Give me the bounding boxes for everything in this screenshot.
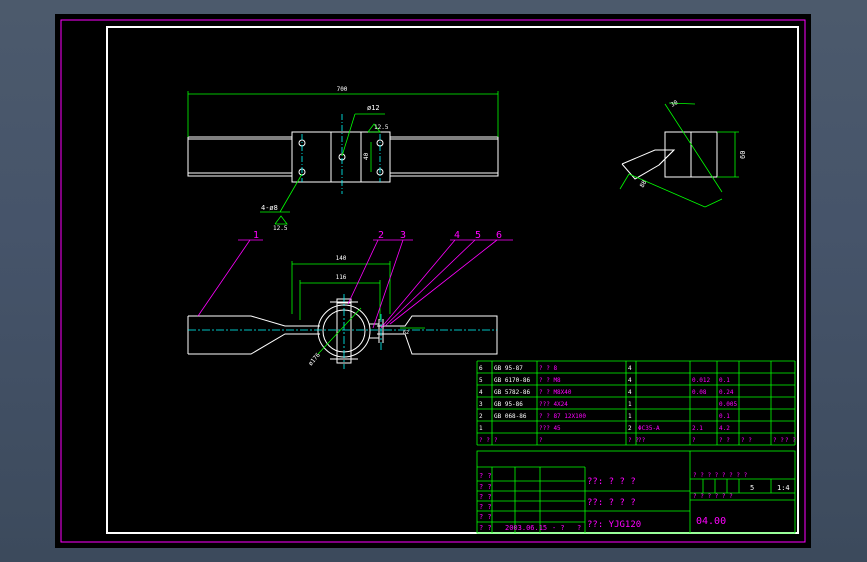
- dim-116: 116: [336, 274, 347, 281]
- tb-date-tail: - ?: [552, 524, 565, 532]
- bom-header-cell: ? ?: [719, 437, 730, 444]
- dim-hole-d12: ø12: [367, 104, 380, 112]
- bom-cell-no: 4: [479, 389, 483, 396]
- bom-header-cell: ?: [539, 437, 543, 444]
- bom-cell-code: GB 6170-86: [494, 377, 531, 384]
- top-view: [187, 131, 499, 183]
- bom-cell-qty: 4: [628, 389, 632, 396]
- dim-62: 62: [403, 330, 409, 336]
- dim-right-88: 88: [639, 179, 649, 189]
- title-block: [476, 450, 796, 534]
- leader-3: 3: [400, 230, 406, 241]
- bom-cell-c7: 4.2: [719, 425, 730, 432]
- bom-cell-no: 3: [479, 401, 483, 408]
- tb-label-1: ??: ? ? ?: [587, 477, 636, 487]
- bom-cell-c7: 0.1: [719, 377, 730, 384]
- dim-pitch-40: 40: [363, 152, 370, 160]
- bom-cell-qty: 1: [628, 401, 632, 408]
- bom-cell-name: ??? 45: [539, 425, 561, 432]
- dim-right-60: 60: [739, 151, 747, 159]
- bom-cell-c6: 0.08: [692, 389, 707, 396]
- top-view-dims: [187, 91, 499, 225]
- tb-label-3: ??: YJG120: [587, 520, 641, 530]
- bom-cell-c7: 0.24: [719, 389, 734, 396]
- tb-stage-labels: ? ? ? ? ? ? ? ?: [693, 472, 748, 479]
- tb-row-1: ? ?: [479, 472, 492, 480]
- bom-cell-qty: 2: [628, 425, 632, 432]
- bom-header-cell: ?: [692, 437, 696, 444]
- bom-cell-name: ? ? M8: [539, 377, 561, 384]
- tb-scale-qty: 5: [750, 484, 754, 492]
- tb-date-tail2: ?: [577, 524, 581, 532]
- bom-cell-code: GB 5782-86: [494, 389, 531, 396]
- side-view-dims: [619, 102, 739, 208]
- bom-cell-qty: 4: [628, 365, 632, 372]
- tb-drawing-no: 04.00: [696, 516, 726, 527]
- bom-cell-c5: ΦC35-A: [638, 425, 660, 432]
- cad-drawing: 700 ø12 12.5 40 4-ø8 12.5 30 60 88: [60, 19, 806, 543]
- bom-cell-no: 6: [479, 365, 483, 372]
- bom-header-cell: ? ?: [741, 437, 752, 444]
- top-view-centerlines: [301, 114, 381, 194]
- dim-right-30: 30: [670, 99, 680, 109]
- bom-cell-no: 1: [479, 425, 483, 432]
- drawing-border: [106, 26, 799, 534]
- bom-header-cell: ? ?: [773, 437, 784, 444]
- bom-cell-code: GB 95-86: [494, 401, 523, 408]
- leader-4: 4: [454, 230, 460, 241]
- dim-d176: ø176: [307, 351, 322, 367]
- bom-cell-code: GB 95-87: [494, 365, 523, 372]
- front-view-dims: [291, 261, 425, 355]
- bom-cell-name: ? ? 87 12X100: [539, 413, 586, 420]
- bom-cell-name: ? ? M8X40: [539, 389, 572, 396]
- bom-cell-name: ??? 4X24: [539, 401, 568, 408]
- bom-header-cell: ? ?: [479, 437, 490, 444]
- drawing-viewport[interactable]: 700 ø12 12.5 40 4-ø8 12.5 30 60 88: [55, 14, 811, 548]
- bom-cell-c6: 2.1: [692, 425, 703, 432]
- bom-header-cell: ? ?: [785, 437, 796, 444]
- side-view: [621, 131, 718, 180]
- bom-header-cell: ? ?: [628, 437, 639, 444]
- dim-roughness-top: 12.5: [374, 124, 389, 131]
- dim-140: 140: [336, 255, 347, 262]
- bom-cell-no: 5: [479, 377, 483, 384]
- bom-cell-name: ? ? 8: [539, 365, 557, 372]
- bom-cell-code: GB 068-86: [494, 413, 527, 420]
- bom-header-cell: ??: [638, 437, 646, 444]
- tb-date: 2003.06.15: [505, 524, 547, 532]
- outer-frame: [60, 19, 806, 543]
- bom-cell-no: 2: [479, 413, 483, 420]
- leader-6: 6: [496, 230, 502, 241]
- front-view: [187, 298, 498, 364]
- tb-row-2: ? ?: [479, 483, 492, 491]
- bom-cell-qty: 1: [628, 413, 632, 420]
- bom-cell-c7: 0.1: [719, 413, 730, 420]
- tb-sheet: ? ? ? ? ? ?: [693, 493, 733, 500]
- tb-row-4: ? ?: [479, 503, 492, 511]
- bom-cell-c6: 0.012: [692, 377, 710, 384]
- front-view-centerlines: [188, 294, 497, 369]
- tb-row-5: ? ?: [479, 513, 492, 521]
- tb-label-2: ??: ? ? ?: [587, 498, 636, 508]
- bill-of-materials: 6 GB 95-87 ? ? 8 4 5 GB 6170-86 ? ? M8 4 0.012 0.…: [476, 360, 796, 446]
- tb-row-6: ? ?: [479, 524, 492, 532]
- leader-1: 1: [253, 230, 259, 241]
- dim-700: 700: [337, 86, 348, 93]
- bom-cell-qty: 4: [628, 377, 632, 384]
- tb-row-3: ? ?: [479, 493, 492, 501]
- leader-2: 2: [378, 230, 384, 241]
- leader-5: 5: [475, 230, 481, 241]
- dim-roughness-bottom: 12.5: [273, 225, 288, 232]
- tb-scale: 1:4: [777, 484, 790, 492]
- bom-cell-c7: 0.005: [719, 401, 737, 408]
- bom-header-cell: ?: [494, 437, 498, 444]
- part-leaders: [197, 239, 513, 329]
- dim-holes-4x: 4-ø8: [261, 204, 278, 212]
